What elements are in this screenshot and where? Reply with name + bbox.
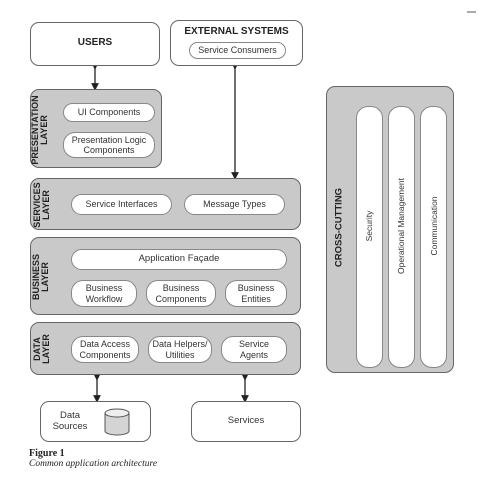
figure-number: Figure 1	[29, 448, 65, 459]
business-layer: BUSINESS LAYER Application Façade Busine…	[30, 237, 301, 315]
security-pill	[356, 106, 383, 368]
presentation-logic-pill: Presentation Logic Components	[63, 132, 155, 158]
users-box: USERS	[30, 22, 160, 66]
services-layer-label: SERVICES LAYER	[32, 182, 52, 228]
data-sources-box: Data Sources	[40, 401, 151, 442]
business-entities-pill: Business Entities	[225, 280, 287, 307]
presentation-layer-label: PRESENTATION LAYER	[30, 95, 50, 165]
users-title: USERS	[77, 37, 113, 48]
business-components-pill: Business Components	[146, 280, 216, 307]
service-interfaces-pill: Service Interfaces	[71, 194, 172, 215]
data-helpers-pill: Data Helpers/ Utilities	[148, 336, 212, 363]
services-box: Services	[191, 401, 301, 442]
security-label: Security	[364, 210, 374, 242]
communication-label: Communication	[429, 196, 439, 256]
services-label: Services	[227, 415, 265, 426]
service-agents-pill: Service Agents	[221, 336, 287, 363]
operational-management-pill	[388, 106, 415, 368]
data-layer: DATA LAYER Data Access Components Data H…	[30, 322, 301, 375]
data-layer-label: DATA LAYER	[32, 334, 52, 364]
external-systems-box: EXTERNAL SYSTEMS Service Consumers	[170, 20, 303, 66]
services-layer: SERVICES LAYER Service Interfaces Messag…	[30, 178, 301, 230]
operational-management-label: Operational Management	[396, 178, 406, 274]
message-types-pill: Message Types	[184, 194, 285, 215]
external-systems-title: EXTERNAL SYSTEMS	[184, 26, 289, 37]
service-consumers-pill: Service Consumers	[189, 42, 286, 59]
cross-cutting-panel: CROSS-CUTTING Security Operational Manag…	[326, 86, 454, 373]
business-workflow-pill: Business Workflow	[71, 280, 137, 307]
application-facade-pill: Application Façade	[71, 249, 287, 270]
communication-pill	[420, 106, 447, 368]
data-access-pill: Data Access Components	[71, 336, 139, 363]
data-sources-label: Data Sources	[52, 410, 88, 433]
figure-caption: Common application architecture	[29, 459, 158, 469]
cross-cutting-title: CROSS-CUTTING	[333, 187, 345, 268]
presentation-layer: PRESENTATION LAYER UI Components Present…	[30, 89, 162, 168]
database-icon	[104, 408, 130, 436]
ui-components-pill: UI Components	[63, 103, 155, 122]
business-layer-label: BUSINESS LAYER	[31, 254, 51, 301]
